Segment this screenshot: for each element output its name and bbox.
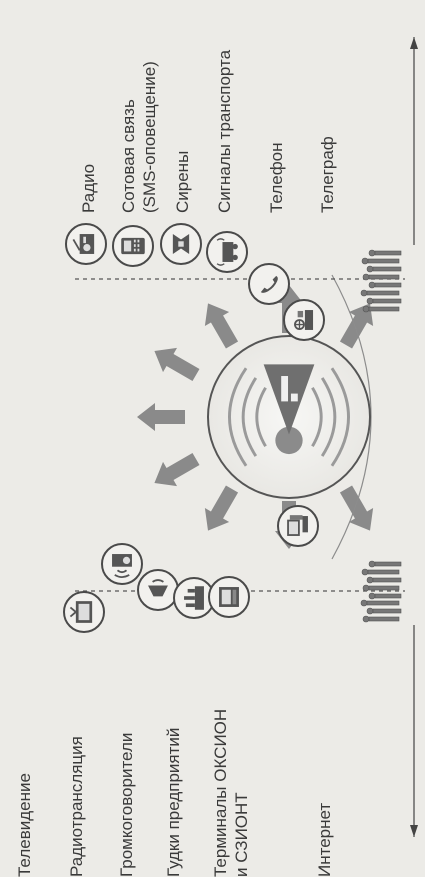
label-factory-horns: Гудки предприятий <box>164 727 183 877</box>
radio-icon <box>65 223 107 265</box>
label-radio-broadcast: Радиотрансляция <box>67 736 86 877</box>
arrow-left-up <box>204 485 239 531</box>
label-transport-signals: Сигналы транспорта <box>215 49 234 213</box>
label-internet: Интернет <box>315 802 334 877</box>
terminal-icon <box>208 576 250 618</box>
warning-broadcast-icon <box>228 364 350 467</box>
arrow-left-down <box>339 485 374 531</box>
cellphone-icon <box>112 225 154 267</box>
siren-icon <box>160 223 202 265</box>
telegraph-icon <box>283 299 325 341</box>
label-telegraph: Телеграф <box>318 136 337 213</box>
factory-horn-icon <box>173 577 215 619</box>
loudspeaker-icon <box>137 569 179 611</box>
arrow-up-left <box>154 452 200 487</box>
arrow-up-right <box>154 347 200 382</box>
label-sirens: Сирены <box>173 150 192 213</box>
telephone-icon <box>248 263 290 305</box>
label-cellular: Сотовая связь (SMS-оповещение) <box>119 61 159 213</box>
warning-center <box>207 335 371 499</box>
crowd-left <box>360 560 402 623</box>
arrow-up <box>137 403 185 431</box>
crowd-right <box>360 249 402 313</box>
radio-broadcast-icon <box>101 543 143 585</box>
computer-icon <box>277 505 319 547</box>
transport-signal-icon <box>206 231 248 273</box>
label-radio: Радио <box>79 163 98 213</box>
arrow-right-down <box>339 303 374 349</box>
label-terminals: Терминалы ОКСИОН и СЗИОНТ <box>211 708 251 877</box>
label-telephone: Телефон <box>267 142 286 213</box>
arrow-right-up <box>204 303 239 349</box>
label-television: Телевидение <box>15 773 34 877</box>
television-icon <box>63 591 105 633</box>
label-loudspeakers: Громкоговорители <box>117 732 136 877</box>
